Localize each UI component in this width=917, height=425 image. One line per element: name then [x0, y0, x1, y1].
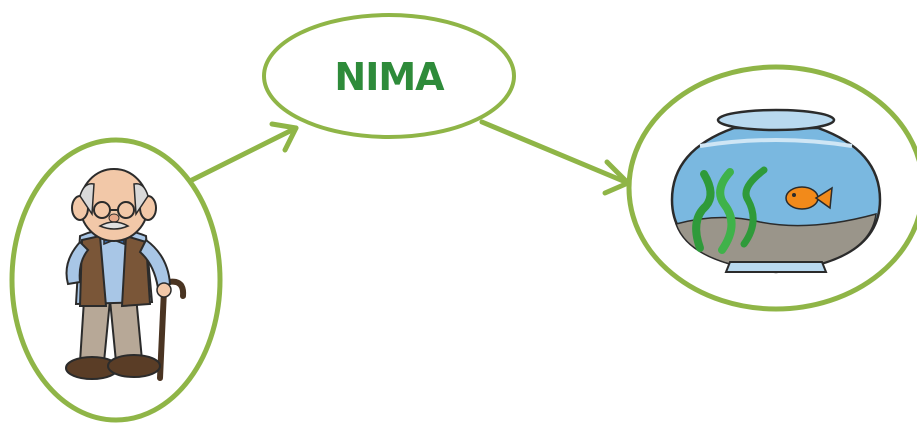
- edge-left-to-center: [185, 121, 299, 185]
- center-node: NIMA: [262, 13, 516, 139]
- right-node: [626, 64, 917, 312]
- center-node-label: NIMA: [334, 55, 445, 99]
- edge-center-to-right: [479, 119, 631, 196]
- fishbowl-icon: [670, 108, 882, 274]
- center-node-ellipse: [262, 13, 516, 139]
- left-node: [9, 137, 223, 423]
- old-man-icon: [65, 168, 187, 381]
